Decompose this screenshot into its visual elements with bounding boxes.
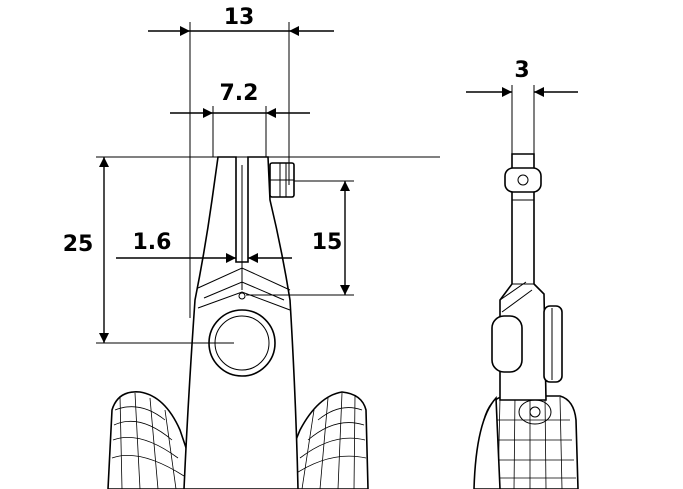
- label-13: 13: [224, 5, 255, 30]
- right-handle: [275, 391, 369, 489]
- label-7-2: 7.2: [220, 81, 259, 106]
- label-1-6: 1.6: [133, 230, 172, 255]
- dim-overall-width: 13: [148, 5, 334, 318]
- front-view: [107, 156, 369, 489]
- label-3: 3: [514, 58, 529, 83]
- label-25: 25: [63, 232, 94, 257]
- dim-overall-height: 25: [63, 156, 440, 344]
- dim-jaw-height: 15: [246, 180, 354, 296]
- label-15: 15: [312, 230, 343, 255]
- dim-blade-thickness: 1.6: [116, 230, 292, 263]
- dim-jaw-width: 7.2: [170, 81, 310, 157]
- left-handle: [107, 391, 201, 489]
- dim-side-thickness: 3: [466, 58, 578, 154]
- side-view: [473, 153, 579, 489]
